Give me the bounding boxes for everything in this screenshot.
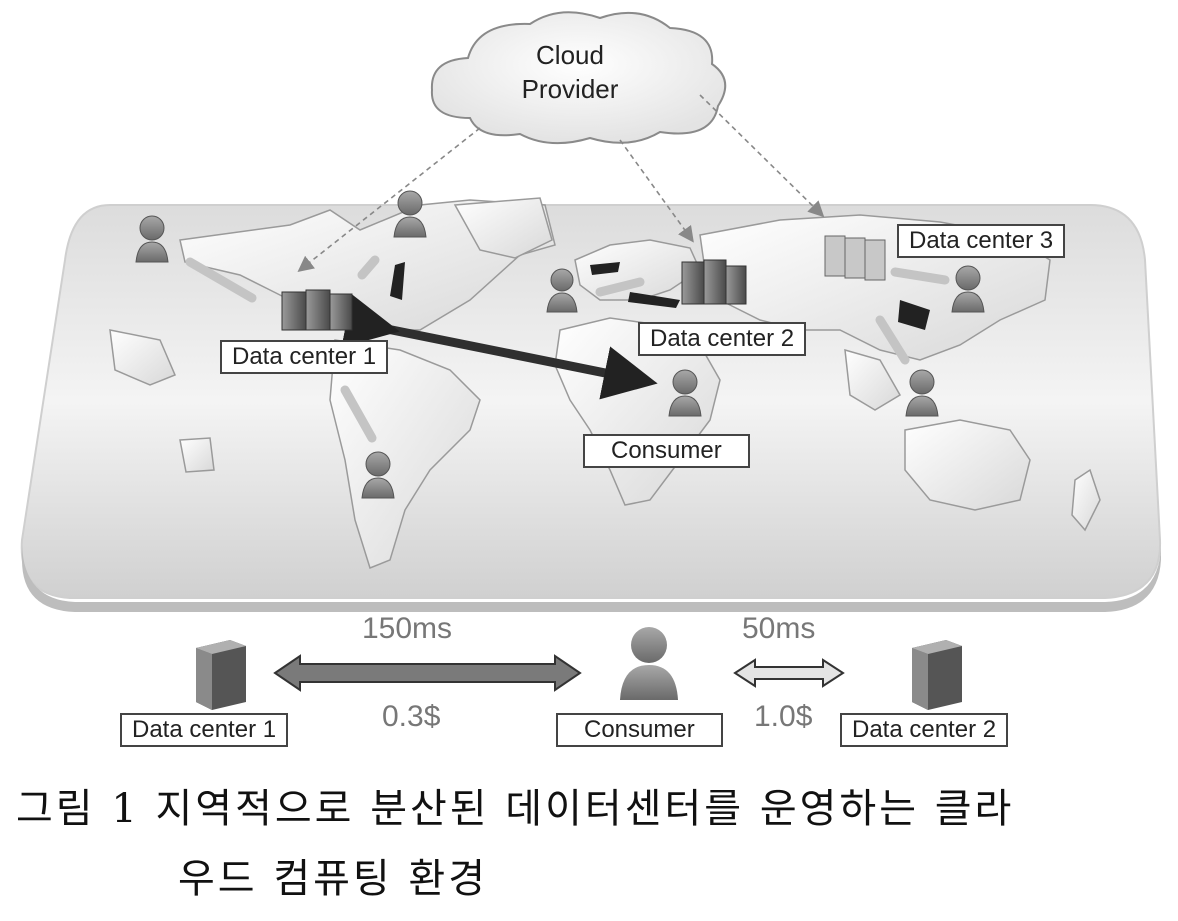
cloud-provider-label: Cloud Provider [470,38,670,106]
figure-caption-line-2: 우드 컴퓨팅 환경 [178,846,488,904]
bottom-label-dc2: Data center 2 [840,713,1008,747]
island-small [180,438,214,472]
map-label-dc3: Data center 3 [897,224,1065,258]
bottom-server-dc1 [196,640,246,710]
arrow-consumer-dc2 [735,660,843,686]
latency-dc1: 150ms [362,612,452,646]
cost-dc2: 1.0$ [754,700,812,734]
cloud-line-2: Provider [470,72,670,106]
cost-dc1: 0.3$ [382,700,440,734]
latency-dc2: 50ms [742,612,815,646]
bottom-label-dc1: Data center 1 [120,713,288,747]
figure-caption-line-1: 그림 1 지역적으로 분산된 데이터센터를 운영하는 클라 [16,776,1014,834]
map-label-dc1: Data center 1 [220,340,388,374]
map-server-dc3 [825,236,885,280]
arrow-dc1-consumer [275,656,580,690]
bottom-server-dc2 [912,640,962,710]
map-server-dc2 [682,260,746,304]
cloud-line-1: Cloud [470,38,670,72]
bottom-label-consumer: Consumer [556,713,723,747]
map-label-dc2: Data center 2 [638,322,806,356]
bottom-consumer-person-icon [620,627,678,700]
map-label-consumer: Consumer [583,434,750,468]
map-server-dc1 [282,290,352,330]
